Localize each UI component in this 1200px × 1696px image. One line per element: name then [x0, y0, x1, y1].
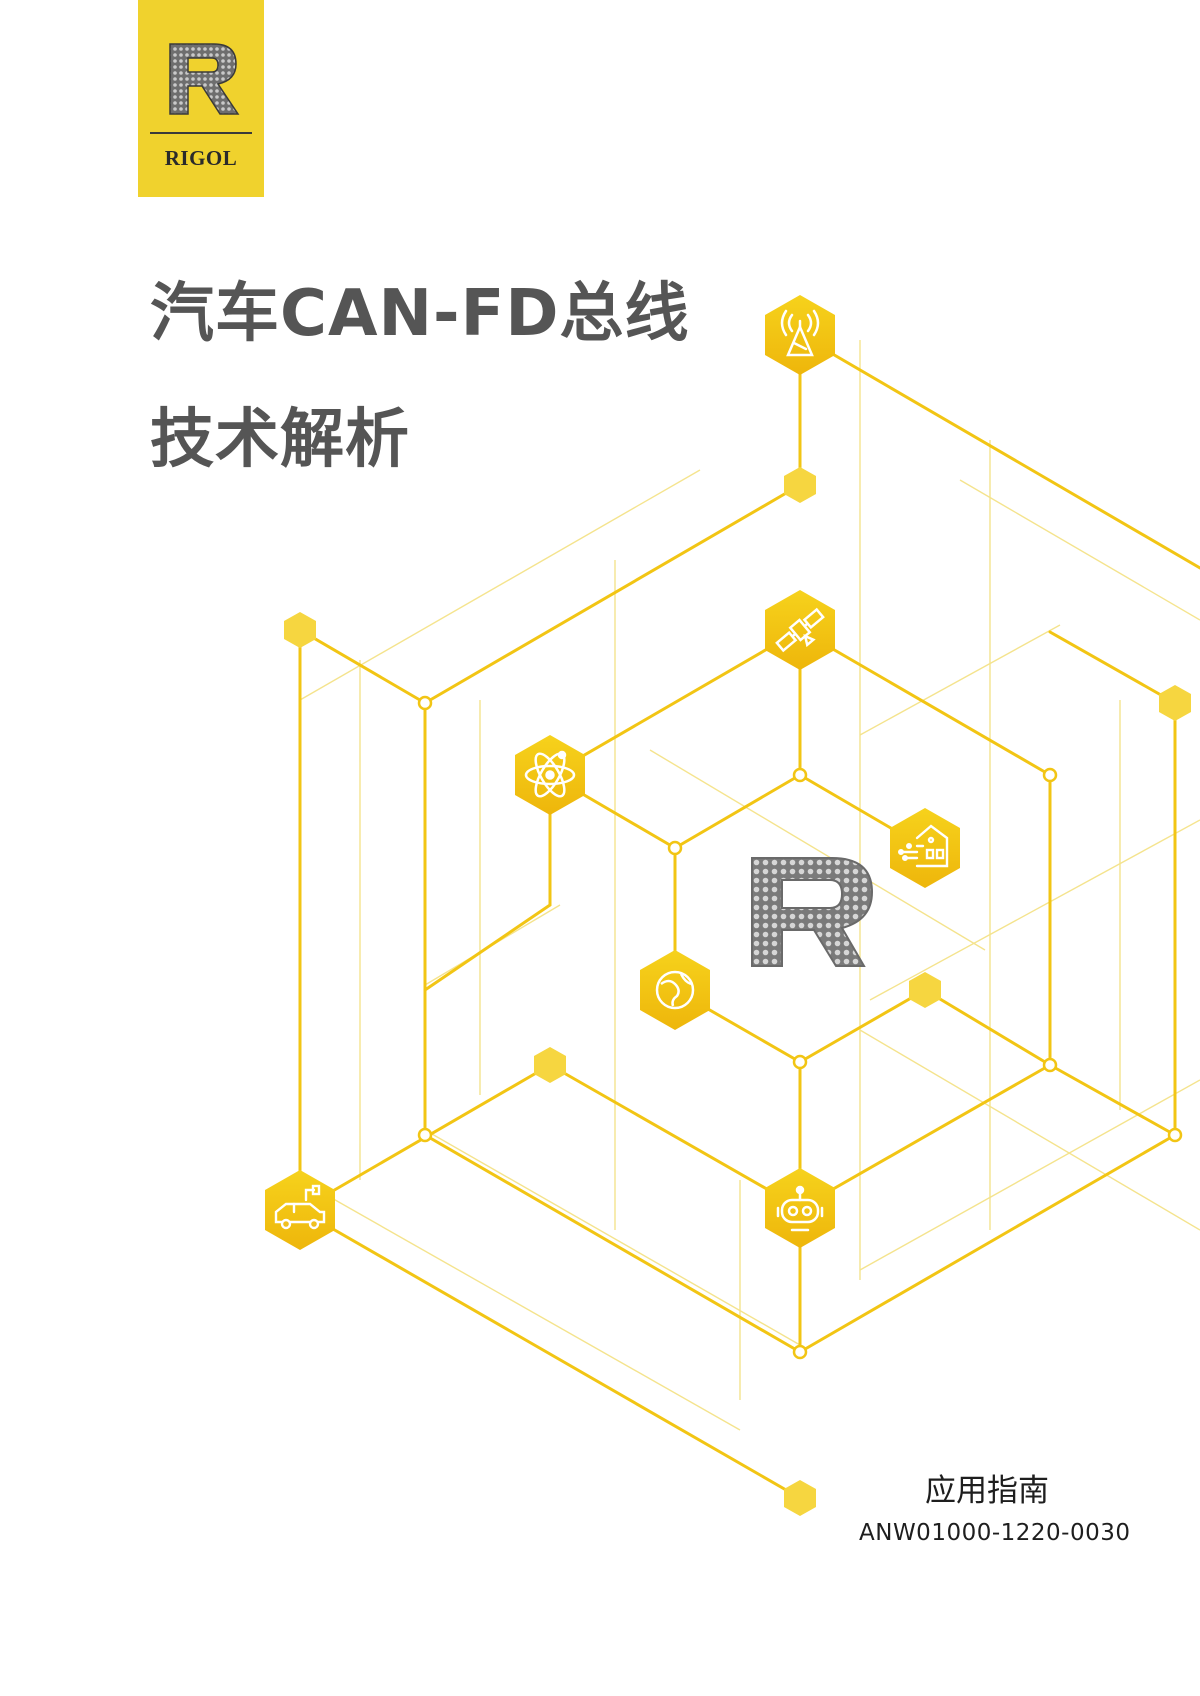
brand-wordmark: RIGOL	[164, 146, 238, 170]
document-type-label: 应用指南	[925, 1473, 1049, 1509]
brand-logo-block: RIGOL	[138, 0, 264, 197]
rigol-r-logo-icon	[169, 43, 240, 115]
cell-tower-icon	[765, 295, 835, 375]
smart-home-icon	[890, 808, 960, 888]
logo-divider	[150, 132, 252, 134]
document-code: ANW01000-1220-0030	[859, 1520, 1131, 1546]
globe-icon	[640, 950, 710, 1030]
satellite-icon	[765, 590, 835, 670]
cover-title-line-2: 技术解析	[150, 403, 410, 477]
robot-icon	[765, 1168, 835, 1248]
rigol-r-center-logo	[751, 857, 874, 967]
electric-car-icon	[265, 1170, 335, 1250]
cover-title-line-1: 汽车CAN-FD总线	[150, 277, 690, 351]
atom-icon	[515, 735, 585, 815]
